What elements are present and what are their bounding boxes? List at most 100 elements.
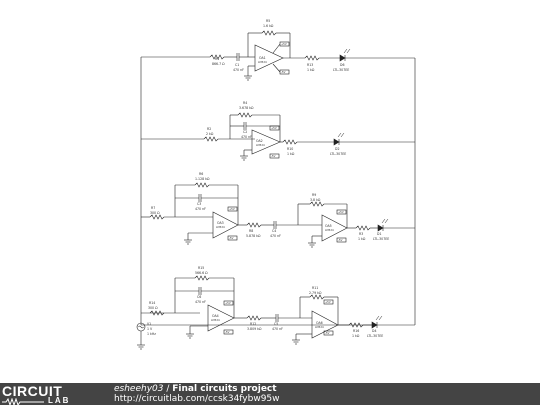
c2-value: 470 nF (241, 135, 252, 139)
d6-model: LTL-307EE (333, 68, 349, 72)
r12-label: R12 (250, 322, 256, 326)
c4-label: C4 (272, 229, 276, 233)
c2-label: C2 (243, 130, 247, 134)
d4-label: D4 (372, 329, 376, 333)
d1-model: LTL-307EE (373, 237, 389, 241)
r5-value: 1.6 kΩ (263, 24, 274, 28)
oa3-model: LM324 (216, 225, 225, 229)
r15-value: 566.6 Ω (195, 271, 208, 275)
r15-label: R15 (198, 266, 204, 270)
r1-label: R1 (215, 57, 219, 61)
resistor-r7 (149, 214, 165, 220)
oa6-label: OA6 (316, 321, 323, 325)
footer-bar: CIRCUIT LAB esheehy03 / Final circuits p… (0, 383, 540, 406)
project-url-link[interactable]: http://circuitlab.com/ccsk34fybw95w (114, 394, 280, 404)
resistor-r6 (194, 182, 210, 188)
resistor-r9 (309, 201, 325, 207)
resistor-r1 (209, 54, 225, 60)
resistor-r4 (237, 112, 253, 118)
c4-value: 470 nF (270, 234, 281, 238)
r14-value: 300 Ω (148, 306, 158, 310)
d4-model: LTL-307EE (367, 334, 383, 338)
oa6-model: LM324 (315, 325, 324, 329)
r6-value: 1.128 kΩ (195, 177, 210, 181)
c3-label: C3 (197, 202, 201, 206)
oa2-vminus: -5V (271, 154, 276, 158)
r13-label: R13 (307, 63, 313, 67)
project-title-line: esheehy03 / Final circuits project (114, 384, 277, 395)
resistor-r15 (194, 275, 210, 281)
oa4-model: LM324 (211, 318, 220, 322)
led-d4 (371, 321, 378, 329)
opamp-oa3 (212, 211, 239, 239)
r14-label: R14 (149, 301, 155, 305)
resistor-r3 (355, 225, 371, 231)
r12-value: 3.809 kΩ (247, 327, 262, 331)
r6-label: R6 (199, 172, 203, 176)
resistor-r8 (246, 222, 262, 228)
r13-value: 1 kΩ (307, 68, 315, 72)
v1-label: V1 (147, 322, 151, 326)
r16-label: R16 (353, 329, 359, 333)
r11-label: R11 (312, 286, 318, 290)
v1-frequency: 1 kHz (147, 332, 156, 336)
oa5-vplus: +5V (338, 210, 344, 214)
resistor-r12 (246, 315, 262, 321)
r10-value: 1 kΩ (287, 152, 295, 156)
oa1-vplus: +5V (281, 42, 287, 46)
opamp-oa1 (254, 44, 284, 72)
oa4-label: OA4 (212, 314, 219, 318)
r7-label: R7 (151, 206, 155, 210)
d6-label: D6 (340, 63, 344, 67)
opamp-oa2 (251, 129, 281, 155)
r3-value: 1 kΩ (358, 237, 366, 241)
resistor-r2 (203, 136, 219, 142)
oa1-model: LM324 (258, 60, 267, 64)
c1-value: 470 nF (233, 68, 244, 72)
r4-value: 3.678 kΩ (239, 106, 254, 110)
c1-label: C1 (235, 63, 239, 67)
circuitlab-logo[interactable]: CIRCUIT LAB (2, 383, 90, 406)
r1-value: 866.7 Ω (212, 62, 225, 66)
logo-text-circuit: CIRCUIT (2, 383, 63, 399)
v1-value: 1 V (147, 327, 153, 331)
led-d2 (333, 138, 340, 146)
oa2-vplus: +5V (271, 126, 277, 130)
resistor-r14 (149, 310, 165, 316)
oa4-vplus: +5V (225, 301, 231, 305)
resistor-r11 (309, 294, 325, 300)
oa5-label: OA5 (325, 224, 332, 228)
r8-value: 5.878 kΩ (246, 234, 261, 238)
led-d1 (377, 224, 384, 232)
r2-value: 2 kΩ (206, 132, 214, 136)
r5-label: R5 (266, 19, 270, 23)
oa3-vplus: +5V (229, 207, 235, 211)
oa5-vminus: -5V (338, 238, 343, 242)
c5-value: 470 nF (272, 327, 283, 331)
c5-label: C5 (274, 322, 278, 326)
oa3-label: OA3 (217, 221, 224, 225)
c6-label: C6 (197, 295, 201, 299)
opamp-oa4 (207, 304, 235, 332)
oa6-vplus: +5V (325, 300, 331, 304)
oa5-model: LM324 (325, 228, 334, 232)
d2-label: D2 (335, 147, 339, 151)
r3-label: R3 (359, 232, 363, 236)
d1-label: D1 (377, 232, 381, 236)
r7-value: 300 Ω (150, 211, 160, 215)
r9-label: R9 (312, 193, 316, 197)
r16-value: 1 kΩ (352, 334, 360, 338)
author-name[interactable]: esheehy03 (114, 384, 164, 394)
c6-value: 470 nF (195, 300, 206, 304)
logo-wave-icon (2, 398, 44, 406)
d2-model: LTL-307EE (330, 152, 346, 156)
r2-label: R2 (207, 127, 211, 131)
r11-value: 2.79 kΩ (309, 291, 322, 295)
r10-label: R10 (287, 147, 293, 151)
c3-value: 470 nF (195, 207, 206, 211)
opamp-oa6 (311, 310, 339, 339)
oa2-label: OA2 (256, 139, 263, 143)
r8-label: R8 (249, 229, 253, 233)
project-title: Final circuits project (172, 384, 277, 394)
led-d6 (339, 54, 346, 62)
